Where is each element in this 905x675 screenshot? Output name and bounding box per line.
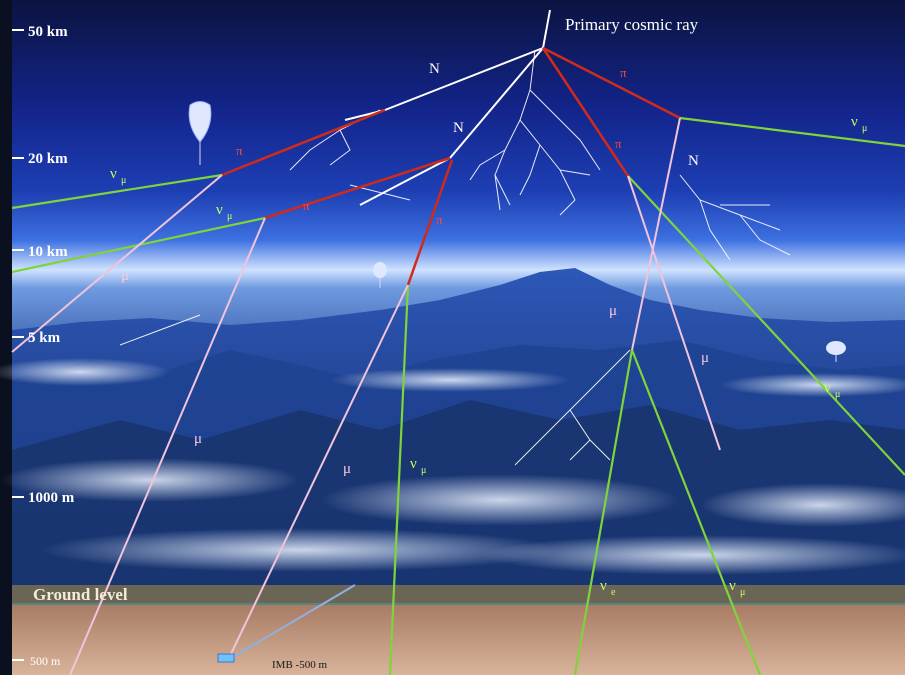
muon-tracks	[11, 117, 721, 675]
svg-text:ν: ν	[110, 166, 117, 182]
nu-e-label: ν e	[600, 578, 616, 598]
svg-text:μ: μ	[227, 211, 232, 222]
svg-text:μ: μ	[121, 175, 126, 186]
primary-ray-label: Primary cosmic ray	[565, 15, 699, 34]
muon-label-2: μ	[194, 431, 202, 447]
pion-label-2: π	[236, 143, 243, 158]
nucleon-label-1: N	[429, 61, 440, 77]
ground-strip	[12, 585, 905, 605]
muon-label-4: μ	[609, 303, 617, 319]
muon-label-3: μ	[343, 461, 351, 477]
svg-text:μ: μ	[421, 465, 426, 476]
shower-branches	[119, 49, 791, 466]
muon-label-5: μ	[701, 350, 709, 366]
nu-mu-label-6: ν μ	[729, 578, 745, 598]
nu-mu-label-3: ν μ	[851, 114, 867, 134]
pion-tracks	[221, 46, 681, 286]
altitude-50km: 50 km	[28, 24, 68, 40]
imb-detector	[217, 653, 235, 663]
altitude-500m: 500 m	[30, 654, 61, 668]
nu-mu-label-5: ν μ	[410, 456, 426, 476]
altitude-20km: 20 km	[28, 151, 68, 167]
altitude-10km: 10 km	[28, 244, 68, 260]
underground-soil	[12, 603, 905, 675]
muon-label-1: μ	[121, 268, 129, 284]
svg-text:ν: ν	[600, 578, 607, 594]
altitude-ticks	[12, 29, 24, 661]
pion-label-4: π	[615, 136, 622, 151]
svg-text:ν: ν	[851, 114, 858, 130]
balloon-right	[826, 341, 846, 362]
balloon-high	[188, 101, 212, 165]
svg-text:ν: ν	[410, 456, 417, 472]
primary-ray-line	[542, 9, 551, 49]
altitude-5km: 5 km	[28, 330, 61, 346]
pion-label-3: π	[303, 198, 310, 213]
ground-level-label: Ground level	[33, 585, 128, 604]
pion-label-5: π	[436, 212, 443, 227]
balloon-mid	[373, 262, 387, 288]
nucleon-label-2: N	[453, 120, 464, 136]
svg-text:μ: μ	[862, 123, 867, 134]
svg-text:ν: ν	[824, 380, 831, 396]
svg-text:μ: μ	[740, 587, 745, 598]
clouds	[0, 358, 905, 575]
svg-text:μ: μ	[835, 389, 840, 400]
svg-text:ν: ν	[729, 578, 736, 594]
imb-label: IMB -500 m	[272, 659, 327, 671]
pion-label-1: π	[620, 65, 627, 80]
svg-text:ν: ν	[216, 202, 223, 218]
nucleon-label-3: N	[688, 153, 699, 169]
imb-shaft	[227, 584, 356, 661]
altitude-1000m: 1000 m	[28, 490, 75, 506]
svg-text:e: e	[611, 587, 616, 598]
neutrino-tracks	[11, 116, 905, 675]
nu-mu-label-2: ν μ	[216, 202, 232, 222]
nu-mu-label-4: ν μ	[824, 380, 840, 400]
nu-mu-label-1: ν μ	[110, 166, 126, 186]
